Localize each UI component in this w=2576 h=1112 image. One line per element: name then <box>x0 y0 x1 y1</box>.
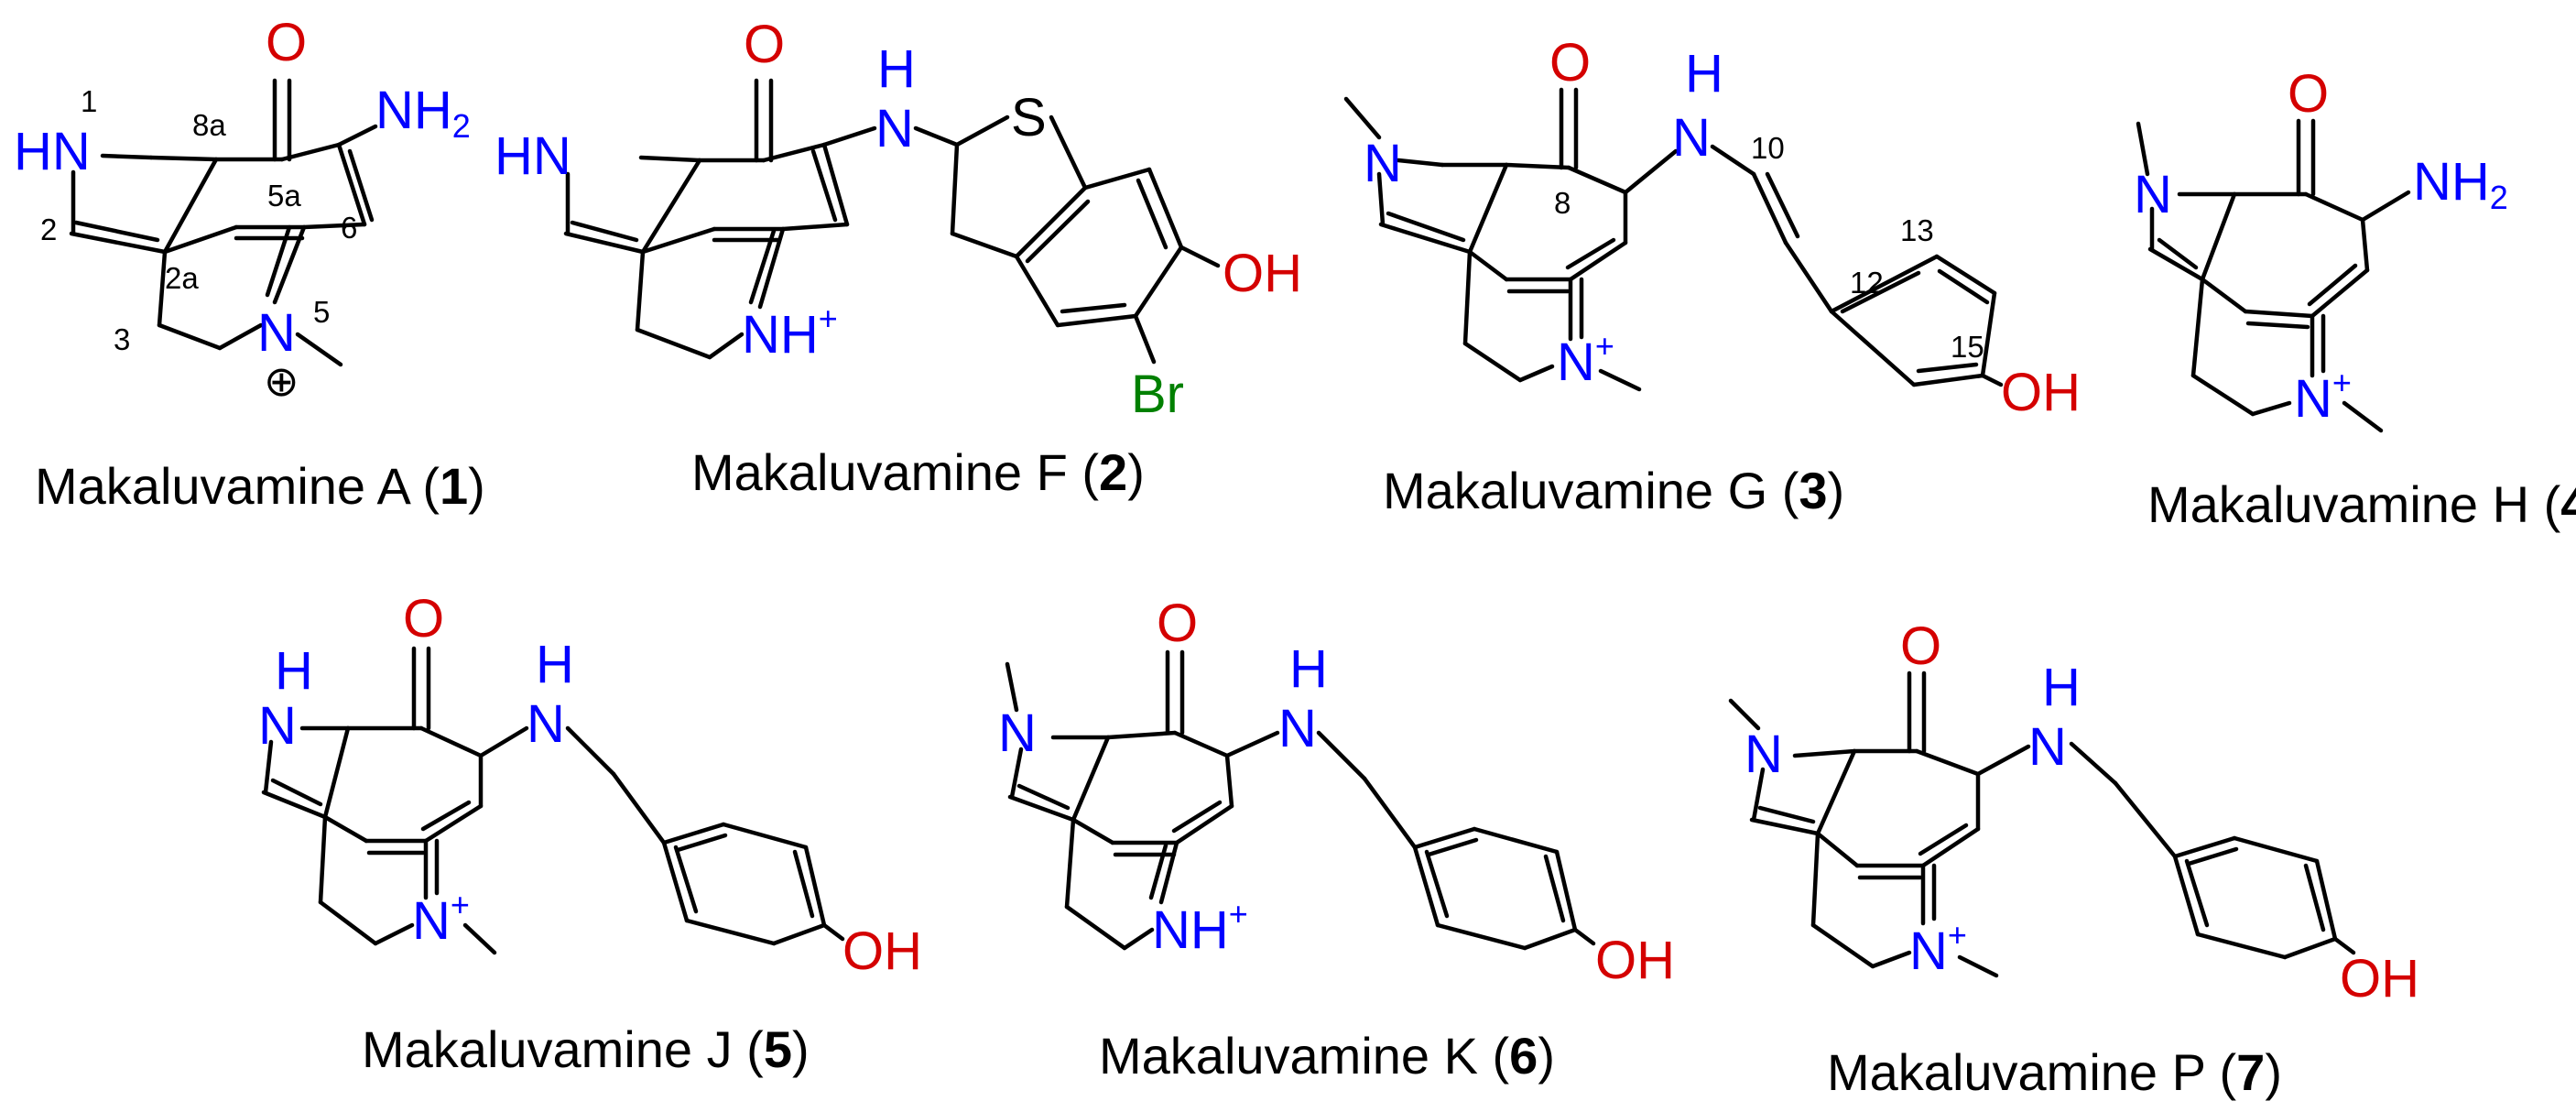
hydroxyl: OH <box>1223 244 1302 303</box>
locant-3: 3 <box>114 322 130 356</box>
oxygen-atom: O <box>2288 64 2329 124</box>
locant-1: 1 <box>81 84 97 118</box>
iminium-n: N+ <box>412 886 470 951</box>
caption-makaluvamine-h: Makaluvamine H (4) <box>2147 475 2576 533</box>
amine-n: N <box>1278 699 1317 758</box>
hydroxyl: OH <box>842 921 922 981</box>
oxygen-atom: O <box>266 13 307 72</box>
structure-makaluvamine-h: O N NH2 N+ <box>2134 64 2508 433</box>
structure-makaluvamine-g: O N H N N+ OH 8 10 12 13 15 <box>1343 33 2081 422</box>
charge-circled-plus: ⊕ <box>264 357 299 405</box>
structure-makaluvamine-p: O N H N N+ OH <box>1728 616 2419 1008</box>
amine-n: N <box>2028 717 2067 777</box>
amine-h: H <box>877 39 916 99</box>
locant-10: 10 <box>1751 131 1785 165</box>
structure-makaluvamine-k: O N H N NH+ OH <box>998 594 1675 990</box>
iminium-n: N+ <box>2294 364 2352 429</box>
amine-h: H <box>1289 639 1328 699</box>
locant-6: 6 <box>341 211 357 245</box>
locant-5: 5 <box>313 295 330 329</box>
oxygen-atom: O <box>1549 33 1591 93</box>
nh-h: H <box>275 641 313 701</box>
iminium-n: N <box>257 303 296 363</box>
structure-makaluvamine-a: O NH2 HN N ⊕ 1 8a 2 2a 5a 6 5 3 <box>14 13 471 405</box>
caption-makaluvamine-g: Makaluvamine G (3) <box>1383 462 1844 519</box>
locant-15: 15 <box>1951 330 1984 364</box>
sulfur-atom: S <box>1011 88 1047 147</box>
ring-n: N <box>1745 725 1783 784</box>
nh-atom: HN <box>495 126 571 186</box>
iminium-n: N+ <box>1909 916 1967 981</box>
bromine-atom: Br <box>1131 365 1184 424</box>
structure-makaluvamine-j: O H N H N N+ OH <box>258 589 922 981</box>
hydroxyl: OH <box>2340 949 2419 1008</box>
iminium-nh: NH+ <box>742 300 838 365</box>
nh-atom: HN <box>14 122 91 181</box>
oxygen-atom: O <box>403 589 444 649</box>
nh-n: N <box>258 696 297 756</box>
locant-13: 13 <box>1900 213 1934 247</box>
hydroxyl: OH <box>2001 363 2081 422</box>
caption-makaluvamine-f: Makaluvamine F (2) <box>691 443 1145 501</box>
amine-h: H <box>1685 44 1723 104</box>
oxygen-atom: O <box>744 15 785 74</box>
caption-makaluvamine-p: Makaluvamine P (7) <box>1827 1043 2282 1101</box>
locant-2: 2 <box>40 213 57 246</box>
amine-h: H <box>2042 658 2081 717</box>
iminium-n: N+ <box>1557 327 1614 392</box>
iminium-nh: NH+ <box>1152 895 1248 960</box>
hydroxyl: OH <box>1595 931 1675 990</box>
amine-nh: NH2 <box>375 81 471 145</box>
caption-makaluvamine-j: Makaluvamine J (5) <box>362 1020 810 1078</box>
locant-5a: 5a <box>267 179 301 213</box>
amine-h: H <box>536 635 574 694</box>
ring-n: N <box>2134 165 2172 224</box>
caption-makaluvamine-a: Makaluvamine A (1) <box>35 457 485 515</box>
locant-8: 8 <box>1554 186 1571 220</box>
structure-makaluvamine-f: O H N HN S OH Br NH+ <box>495 15 1302 424</box>
oxygen-atom: O <box>1900 616 1941 676</box>
amine-n: N <box>527 694 565 754</box>
locant-8a: 8a <box>192 108 226 142</box>
locant-2a: 2a <box>165 261 199 295</box>
locant-12: 12 <box>1850 266 1884 300</box>
ring-n: N <box>998 703 1037 763</box>
amine-nh: NH2 <box>2413 152 2508 216</box>
amine-n: N <box>1672 108 1711 168</box>
caption-makaluvamine-k: Makaluvamine K (6) <box>1099 1027 1555 1085</box>
ring-n: N <box>1364 134 1402 193</box>
amine-n: N <box>875 99 914 158</box>
oxygen-atom: O <box>1157 594 1198 653</box>
